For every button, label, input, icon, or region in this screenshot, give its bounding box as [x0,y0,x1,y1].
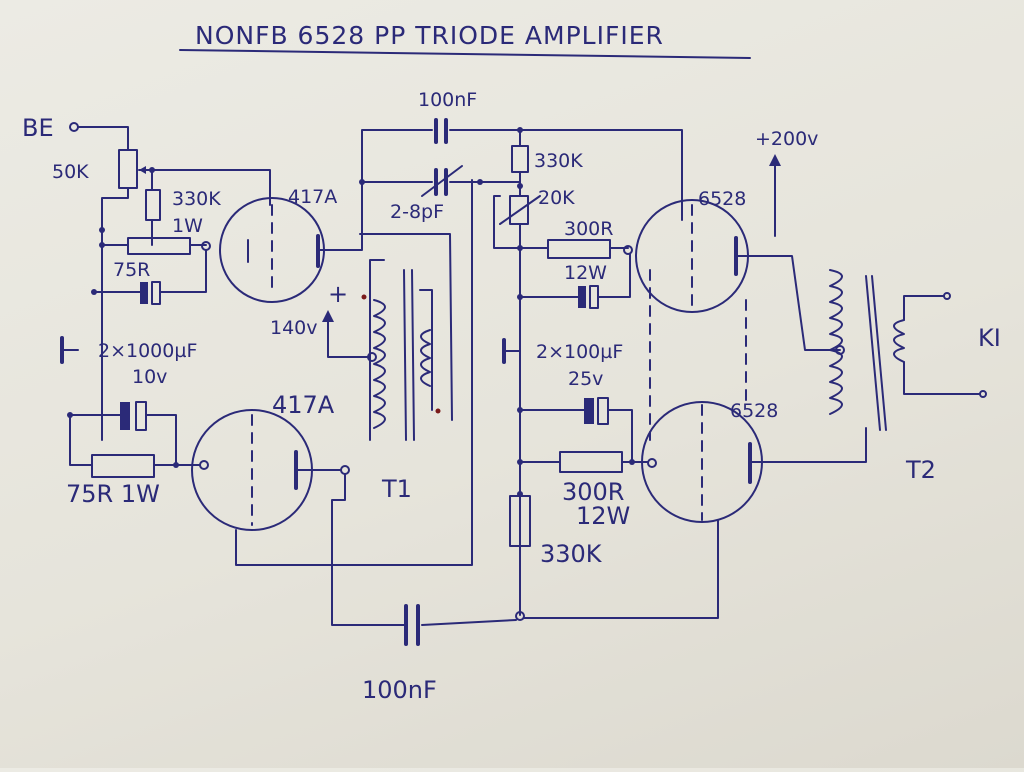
bottom-coupling: 100nF [362,604,517,704]
pot-label: 50K [52,161,89,183]
tube2-label: 417A [272,391,335,419]
resistor-75r-top [127,237,191,255]
r-cath-top-label: 300R [564,218,613,240]
title: NONFB 6528 PP TRIODE AMPLIFIER [195,21,664,50]
r-cathode1-label: 75R [113,259,150,281]
plus-sign: + [328,280,348,308]
resistor-300r-top [547,239,611,259]
cap-lower [120,402,130,430]
resistor-330k [145,189,161,221]
cap-mid-voltage: 25v [568,368,603,390]
r-cath-bot-label: 300R [562,478,624,506]
resistor-330k-top [511,145,529,173]
coupling-network: 100nF 2-8pF 330K 20K [359,89,683,621]
output-label: KI [978,324,1001,352]
input-label: BE [22,114,54,142]
r-cath-bot-power: 12W [576,502,630,530]
transformer-t1: + 140v T1 [270,233,453,626]
supply-top-label: +200v [755,128,818,150]
r-cathode2-label: 75R 1W [66,480,160,508]
output-section: 300R 12W 2×100µF 25v 300R 12W 330K 6528 [502,128,867,619]
r-bottom-label: 330K [540,540,603,568]
r-cath-top-power: 12W [564,262,607,284]
cap-top-label: 100nF [418,89,477,111]
resistor-330k-bottom [509,495,531,547]
transformer-t2: T2 KI [829,269,1001,484]
cap-bottom-label: 100nF [362,676,437,704]
cap-small [140,282,148,304]
cap-trim-label: 2-8pF [390,201,444,223]
r-trim-label: 20K [538,187,575,209]
r-grid1-power: 1W [172,215,203,237]
supply-mid-label: 140v [270,317,318,339]
tube4-label: 6528 [730,400,778,422]
resistor-300r-bottom [559,451,623,473]
cap-cathode-label: 2×1000µF [98,340,197,362]
t1-label: T1 [381,475,412,503]
potentiometer-50k [118,149,138,189]
r-grid1-label: 330K [172,188,221,210]
t2-label: T2 [905,456,936,484]
cap-cathode-voltage: 10v [132,366,167,388]
tube3-label: 6528 [698,188,746,210]
input-terminal [69,122,79,132]
cap-mid-label: 2×100µF [536,341,623,363]
tube1-label: 417A [288,186,337,208]
resistor-75r-1w [91,454,155,478]
r-top-label: 330K [534,150,583,172]
input-section: BE 50K 330K 1W 75R 2×1000µF 10v [22,114,473,566]
title-underline [179,49,751,59]
